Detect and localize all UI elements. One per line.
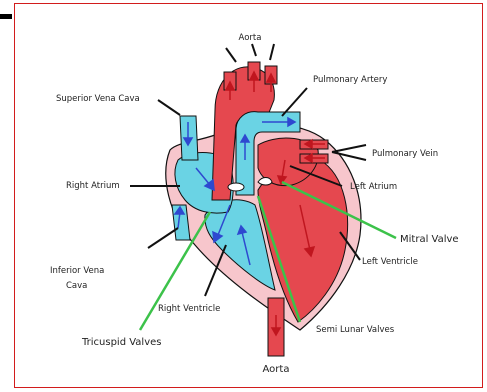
label-aorta-top: Aorta (239, 33, 262, 43)
label-left-ventricle: Left Ventricle (362, 257, 418, 267)
label-semi-lunar-valves: Semi Lunar Valves (316, 325, 395, 335)
label-pulmonary-vein: Pulmonary Vein (372, 149, 438, 159)
label-mitral-valve: Mitral Valve (400, 234, 459, 245)
label-aorta-bottom: Aorta (263, 364, 290, 375)
label-right-ventricle: Right Ventricle (158, 304, 220, 314)
label-tricuspid-valves: Tricuspid Valves (81, 337, 161, 348)
label-superior-vena-cava: Superior Vena Cava (56, 94, 140, 104)
label-right-atrium: Right Atrium (66, 181, 120, 191)
label-inferior-vena-cava-line2: Cava (66, 281, 87, 291)
semi-lunar-valve-shape (228, 183, 244, 191)
label-left-atrium: Left Atrium (350, 182, 397, 192)
label-inferior-vena-cava-line1: Inferior Vena (50, 266, 104, 276)
label-pulmonary-artery: Pulmonary Artery (313, 75, 387, 85)
